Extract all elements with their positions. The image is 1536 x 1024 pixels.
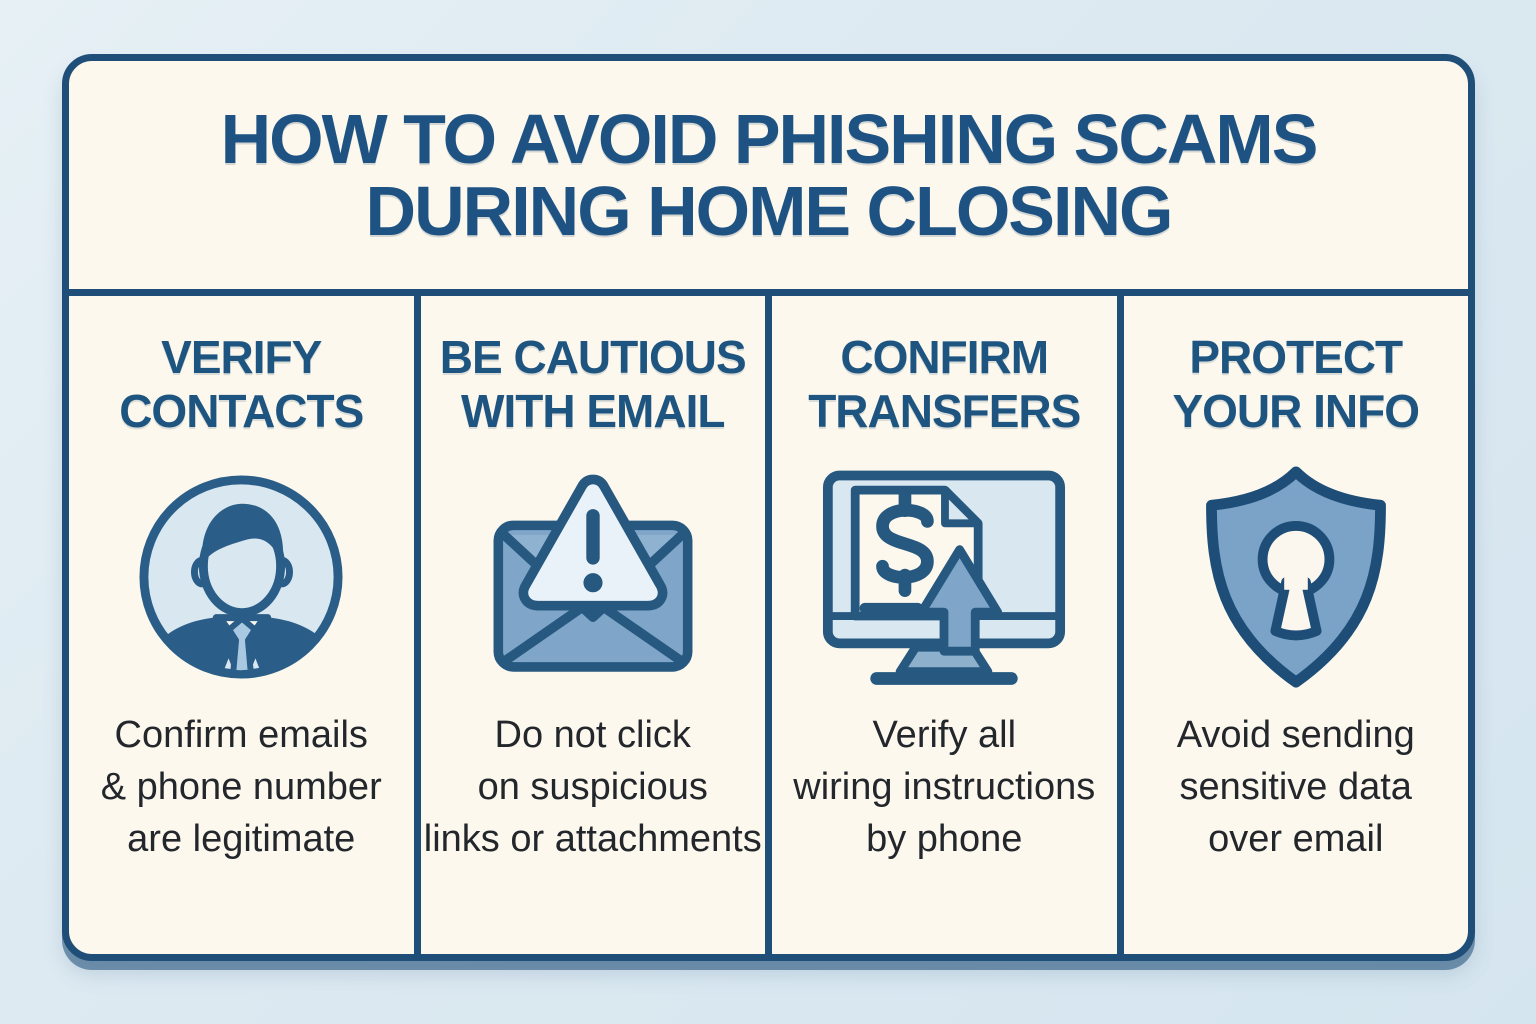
body-line: links or attachments bbox=[423, 818, 762, 861]
body-line: Do not click bbox=[494, 713, 691, 756]
column-body-text: Confirm emails & phone number are legiti… bbox=[101, 709, 382, 866]
column-body-text: Verify all wiring instructions by phone bbox=[793, 709, 1095, 866]
heading-line: WITH EMAIL bbox=[461, 385, 725, 438]
body-line: sensitive data bbox=[1179, 765, 1412, 808]
heading-line: YOUR INFO bbox=[1172, 385, 1420, 438]
heading-line: BE CAUTIOUS bbox=[439, 331, 747, 383]
heading-line: CONTACTS bbox=[119, 385, 364, 438]
heading-line: VERIFY bbox=[161, 331, 322, 383]
body-line: Avoid sending bbox=[1176, 713, 1415, 756]
title-band: HOW TO AVOID PHISHING SCAMS DURING HOME … bbox=[69, 61, 1468, 296]
body-line: on suspicious bbox=[477, 765, 708, 808]
page-title-line-2: DURING HOME CLOSING bbox=[365, 172, 1174, 250]
person-circle-icon bbox=[69, 453, 414, 701]
body-line: are legitimate bbox=[127, 818, 356, 861]
monitor-wire-transfer-icon bbox=[772, 453, 1117, 701]
column-protect-your-info: PROTECT YOUR INFO Avoid sending sensitiv… bbox=[1124, 296, 1469, 954]
body-line: & phone number bbox=[100, 765, 382, 808]
body-line: over email bbox=[1208, 818, 1384, 861]
column-verify-contacts: VERIFY CONTACTS bbox=[69, 296, 421, 954]
page-title-line-1: HOW TO AVOID PHISHING SCAMS bbox=[220, 99, 1319, 178]
body-line: Confirm emails bbox=[114, 713, 368, 756]
shield-keyhole-icon bbox=[1124, 453, 1469, 701]
column-body-text: Avoid sending sensitive data over email bbox=[1177, 709, 1415, 866]
column-heading: CONFIRM TRANSFERS bbox=[808, 330, 1081, 439]
heading-line: CONFIRM bbox=[840, 331, 1049, 383]
infographic-card: HOW TO AVOID PHISHING SCAMS DURING HOME … bbox=[62, 54, 1475, 961]
column-heading: VERIFY CONTACTS bbox=[119, 330, 364, 439]
heading-line: TRANSFERS bbox=[808, 385, 1081, 438]
body-line: Verify all bbox=[872, 713, 1017, 756]
columns-row: VERIFY CONTACTS bbox=[69, 296, 1468, 954]
body-line: by phone bbox=[866, 818, 1023, 861]
heading-line: PROTECT bbox=[1189, 331, 1403, 383]
column-heading: BE CAUTIOUS WITH EMAIL bbox=[439, 330, 747, 439]
body-line: wiring instructions bbox=[793, 765, 1096, 808]
column-body-text: Do not click on suspicious links or atta… bbox=[424, 709, 762, 866]
envelope-warning-icon bbox=[421, 453, 766, 701]
column-heading: PROTECT YOUR INFO bbox=[1172, 330, 1420, 439]
column-confirm-transfers: CONFIRM TRANSFERS bbox=[772, 296, 1124, 954]
column-be-cautious-with-email: BE CAUTIOUS WITH EMAIL Do not click on s… bbox=[421, 296, 772, 954]
